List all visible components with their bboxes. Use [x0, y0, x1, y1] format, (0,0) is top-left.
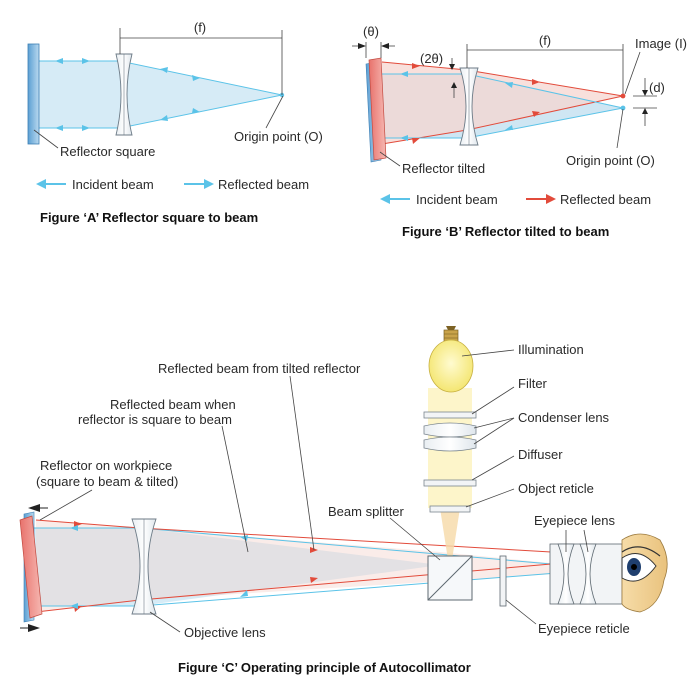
figure-a-dim-label: (f) [194, 20, 206, 35]
eyepiece-reticle-plate [499, 555, 507, 607]
label-reflected-square-1: Reflected beam when [110, 397, 236, 412]
label-objective-lens: Objective lens [184, 625, 266, 640]
figure-b-image-point [620, 93, 626, 99]
figure-b-origin-point [620, 105, 626, 111]
diffuser-plate [423, 479, 477, 487]
eyepiece-lens-2 [579, 543, 597, 605]
legend-b-incident-arrow [380, 194, 390, 204]
figure-c: Illumination Filter Condenser lens Diffu… [19, 326, 668, 675]
condenser-lens-1 [423, 422, 477, 438]
figure-b-origin-label: Origin point (O) [566, 153, 655, 168]
legend-a-reflected-arrow [204, 179, 214, 189]
reflector-tilt-arrow-bottom [28, 624, 40, 632]
object-reticle-plate [429, 505, 471, 513]
figure-b-d-label: (d) [649, 80, 665, 95]
figure-c-caption: Figure ‘C’ Operating principle of Autoco… [178, 660, 471, 675]
figure-b-two-theta-label: (2θ) [420, 51, 443, 66]
label-reflected-tilted: Reflected beam from tilted reflector [158, 361, 361, 376]
observer-eye [621, 533, 668, 613]
figure-a-origin-label: Origin point (O) [234, 129, 323, 144]
figure-a-legend-reflected: Reflected beam [218, 177, 309, 192]
figure-a-caption: Figure ‘A’ Reflector square to beam [40, 210, 258, 225]
legend-a-incident-arrow [36, 179, 46, 189]
legend-b-reflected-arrow [546, 194, 556, 204]
figure-b-caption: Figure ‘B’ Reflector tilted to beam [402, 224, 609, 239]
eyepiece-lens-1 [557, 543, 575, 605]
figure-b-image-label: Image (I) [635, 36, 687, 51]
label-eyepiece-reticle: Eyepiece reticle [538, 621, 630, 636]
label-object-reticle: Object reticle [518, 481, 594, 496]
label-diffuser: Diffuser [518, 447, 563, 462]
label-beam-splitter: Beam splitter [328, 504, 405, 519]
figure-b-reflected-beam [382, 62, 623, 144]
figure-b: (θ) (2θ) (f) Image (I) (d) Reflector til… [352, 24, 687, 239]
label-filter: Filter [518, 376, 548, 391]
figure-a-legend-incident: Incident beam [72, 177, 154, 192]
figure-a-beam-cone [120, 61, 282, 128]
figure-c-beam [32, 528, 440, 606]
label-eyepiece-lens: Eyepiece lens [534, 513, 615, 528]
figure-b-legend-incident: Incident beam [416, 192, 498, 207]
label-reflected-square-2: reflector is square to beam [78, 412, 232, 427]
filter-plate [423, 411, 477, 419]
figure-a-reflector [27, 43, 40, 145]
label-reflector-workpiece-2: (square to beam & tilted) [36, 474, 178, 489]
reflector-tilt-arrow-top [28, 504, 40, 512]
label-illumination: Illumination [518, 342, 584, 357]
figure-b-legend-reflected: Reflected beam [560, 192, 651, 207]
figure-a-reflector-label: Reflector square [60, 144, 155, 159]
label-reflector-workpiece-1: Reflector on workpiece [40, 458, 172, 473]
figure-b-theta-label: (θ) [363, 24, 379, 39]
figure-b-reflector [365, 57, 387, 163]
figure-a: (f) Reflector square Origin point (O) In… [27, 20, 323, 225]
figure-b-reflector-label: Reflector tilted [402, 161, 485, 176]
label-condenser-lens: Condenser lens [518, 410, 610, 425]
illumination-bulb [428, 326, 474, 393]
figure-c-reflected-area [36, 520, 620, 612]
beam-splitter [427, 555, 473, 601]
figure-a-beam [38, 61, 120, 128]
condenser-lens-2 [423, 436, 477, 452]
figure-c-reflector [19, 511, 43, 623]
figure-b-f-label: (f) [539, 33, 551, 48]
